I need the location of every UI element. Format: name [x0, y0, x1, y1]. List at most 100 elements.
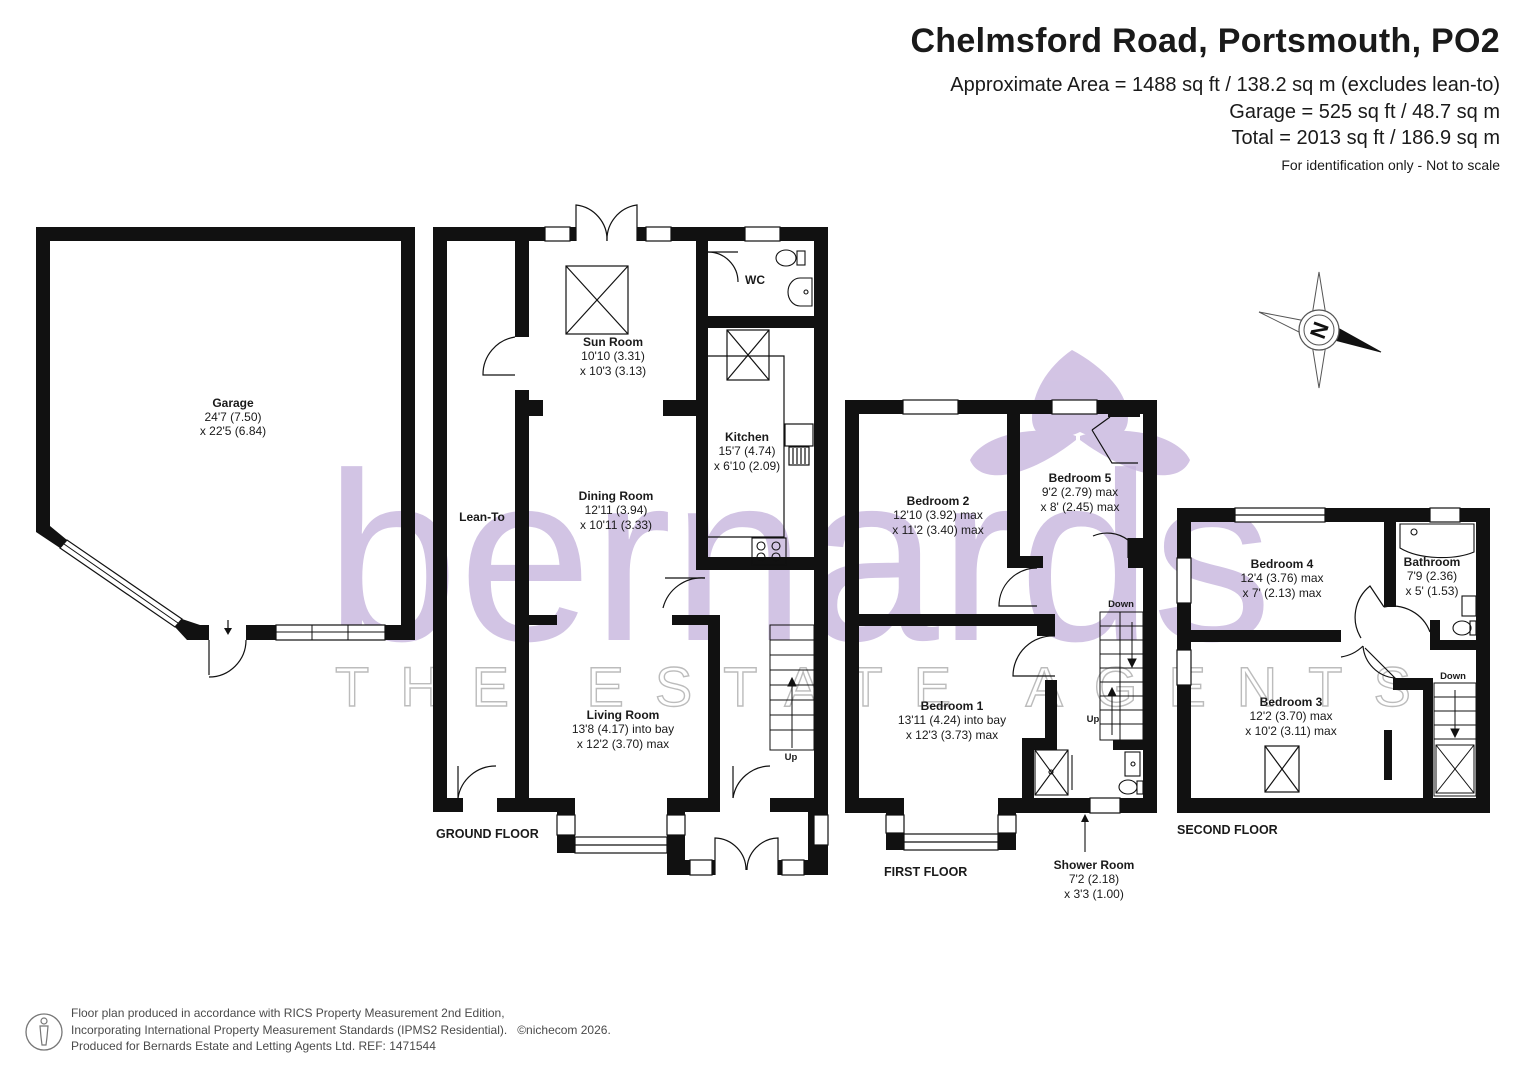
svg-text:9'2 (2.79) max: 9'2 (2.79) max: [1042, 485, 1118, 499]
ground-stairs-up-label: Up: [785, 752, 798, 763]
svg-text:12'10 (3.92) max: 12'10 (3.92) max: [893, 508, 983, 522]
svg-text:Lean-To: Lean-To: [459, 510, 505, 524]
garage-plan: Garage 24'7 (7.50) x 22'5 (6.84): [36, 227, 415, 678]
footer-line-2-text: Incorporating International Property Mea…: [71, 1022, 508, 1037]
watermark-tagline-text: THE ESTATE AGENTS: [335, 655, 1442, 718]
svg-text:13'11 (4.24) into bay: 13'11 (4.24) into bay: [898, 713, 1006, 727]
svg-text:x 10'11 (3.33): x 10'11 (3.33): [580, 518, 652, 532]
svg-text:Living Room: Living Room: [587, 708, 660, 722]
svg-text:7'2 (2.18): 7'2 (2.18): [1069, 872, 1119, 886]
kitchen-hob-icon: [751, 537, 787, 566]
svg-text:Dining Room: Dining Room: [579, 489, 654, 503]
property-title: Chelmsford Road, Portsmouth, PO2: [910, 22, 1500, 60]
svg-text:Bedroom 5: Bedroom 5: [1049, 471, 1112, 485]
second-floor-label: SECOND FLOOR: [1177, 823, 1278, 837]
svg-text:Bedroom 3: Bedroom 3: [1260, 695, 1323, 709]
bathroom-label: Bathroom 7'9 (2.36) x 5' (1.53): [1404, 555, 1461, 598]
lean-to-label: Lean-To: [459, 510, 505, 524]
shower-room-toilet-icon: [1118, 779, 1144, 795]
svg-text:Bedroom 2: Bedroom 2: [907, 494, 970, 508]
svg-text:WC: WC: [745, 273, 765, 287]
svg-text:x 8' (2.45) max: x 8' (2.45) max: [1041, 500, 1120, 514]
garage-door-swing: [208, 620, 247, 678]
bedroom-1-label: Bedroom 1 13'11 (4.24) into bay x 12'3 (…: [898, 699, 1006, 742]
bedroom-2-label: Bedroom 2 12'10 (3.92) max x 11'2 (3.40)…: [892, 494, 983, 537]
first-stairs-down-label: Down: [1108, 599, 1134, 610]
sun-room-skylight-icon: [565, 265, 629, 335]
footer-line-2: Incorporating International Property Mea…: [71, 1022, 611, 1039]
area-summary: Approximate Area = 1488 sq ft / 138.2 sq…: [950, 72, 1500, 178]
svg-text:Kitchen: Kitchen: [725, 430, 769, 444]
svg-text:x 10'2 (3.11) max: x 10'2 (3.11) max: [1245, 724, 1336, 738]
svg-text:12'2 (3.70) max: 12'2 (3.70) max: [1250, 709, 1333, 723]
shower-room-pointer-icon: [1081, 814, 1089, 852]
ground-floor-walls: [433, 227, 828, 875]
svg-text:7'9 (2.36): 7'9 (2.36): [1407, 569, 1457, 583]
total-area: Total = 2013 sq ft / 186.9 sq m: [1231, 127, 1501, 149]
first-floor-plan: Down Up Bedroom 2 12'10 (3.92) max x 11'…: [845, 399, 1157, 901]
scale-note: For identification only - Not to scale: [1281, 156, 1500, 173]
garage-front-window: [275, 624, 386, 641]
svg-text:Bedroom 4: Bedroom 4: [1251, 557, 1314, 571]
bathroom-toilet-icon: [1452, 620, 1477, 636]
wc-basin-icon: [787, 277, 813, 307]
second-floor-plan: Down Bedroom 4 12'4 (3.76) max x 7' (2.1…: [1176, 507, 1490, 837]
first-floor-doors: [998, 416, 1138, 677]
svg-text:x 11'2 (3.40) max: x 11'2 (3.40) max: [892, 523, 983, 537]
ground-floor-doors: [457, 204, 779, 875]
svg-text:Bathroom: Bathroom: [1404, 555, 1461, 569]
svg-text:Garage: Garage: [212, 396, 254, 410]
garage-side-window: [59, 539, 183, 628]
second-floor-stairs: [1433, 682, 1477, 797]
watermark-leaf-icon: [970, 350, 1190, 476]
living-room-label: Living Room 13'8 (4.17) into bay x 12'2 …: [572, 708, 674, 751]
second-floor-windows: [1176, 507, 1461, 686]
kitchen-skylight-icon: [726, 329, 770, 381]
svg-text:Bedroom 1: Bedroom 1: [921, 699, 984, 713]
kitchen-label: Kitchen 15'7 (4.74) x 6'10 (2.09): [714, 430, 780, 473]
compass-rose-icon: N: [1258, 271, 1382, 389]
svg-text:13'8 (4.17) into bay: 13'8 (4.17) into bay: [572, 722, 674, 736]
first-floor-stairs: [1099, 611, 1144, 741]
sun-room-label: Sun Room 10'10 (3.31) x 10'3 (3.13): [580, 335, 646, 378]
first-stairs-up-label: Up: [1087, 714, 1100, 725]
svg-text:x 10'3 (3.13): x 10'3 (3.13): [580, 364, 646, 378]
shower-tray-icon: [1034, 749, 1073, 796]
garage-label: Garage 24'7 (7.50) x 22'5 (6.84): [200, 396, 266, 438]
svg-text:x 5' (1.53): x 5' (1.53): [1406, 584, 1459, 598]
svg-text:x 12'3 (3.73) max: x 12'3 (3.73) max: [906, 728, 998, 742]
second-floor-doors: [1340, 585, 1431, 679]
shower-room-basin-icon: [1124, 751, 1141, 777]
bedroom-3-skylight-icon: [1264, 745, 1300, 793]
person-scale-icon: [25, 1013, 63, 1051]
second-stairs-down-label: Down: [1440, 671, 1466, 682]
footer-copyright: ©nichecom 2026.: [517, 1022, 611, 1037]
svg-text:x 22'5 (6.84): x 22'5 (6.84): [200, 424, 266, 438]
ground-floor-stairs: [769, 624, 815, 751]
svg-text:10'10 (3.31): 10'10 (3.31): [581, 349, 645, 363]
approximate-area: Approximate Area = 1488 sq ft / 138.2 sq…: [950, 74, 1500, 96]
kitchen-counter: [708, 355, 814, 538]
bedroom-3-label: Bedroom 3 12'2 (3.70) max x 10'2 (3.11) …: [1245, 695, 1336, 738]
svg-text:x 3'3 (1.00): x 3'3 (1.00): [1064, 887, 1124, 901]
garage-area: Garage = 525 sq ft / 48.7 sq m: [1229, 100, 1500, 123]
svg-text:12'11 (3.94): 12'11 (3.94): [585, 503, 648, 517]
brand-watermark: bernards THE ESTATE AGENTS: [325, 350, 1442, 719]
first-floor-label: FIRST FLOOR: [884, 865, 967, 879]
shower-room-label: Shower Room 7'2 (2.18) x 3'3 (1.00): [1054, 858, 1135, 901]
footer-disclaimer: Floor plan produced in accordance with R…: [71, 1005, 611, 1055]
footer-line-1: Floor plan produced in accordance with R…: [71, 1006, 505, 1020]
svg-text:x 6'10 (2.09): x 6'10 (2.09): [714, 459, 780, 473]
svg-text:Shower Room: Shower Room: [1054, 858, 1135, 872]
wc-label: WC: [745, 273, 765, 287]
svg-text:Sun Room: Sun Room: [583, 335, 643, 349]
bathtub-icon: [1399, 523, 1475, 559]
ground-floor-label: GROUND FLOOR: [436, 827, 539, 841]
wc-toilet-icon: [775, 249, 806, 267]
first-floor-windows: [885, 399, 1121, 851]
svg-text:15'7 (4.74): 15'7 (4.74): [719, 444, 776, 458]
ground-floor-plan: Up Lean-To Sun Room 10'10 (3.31) x 10'3 …: [433, 204, 829, 876]
ground-floor-windows: [544, 226, 829, 876]
dining-room-label: Dining Room 12'11 (3.94) x 10'11 (3.33): [579, 489, 654, 532]
svg-text:24'7 (7.50): 24'7 (7.50): [205, 410, 262, 424]
